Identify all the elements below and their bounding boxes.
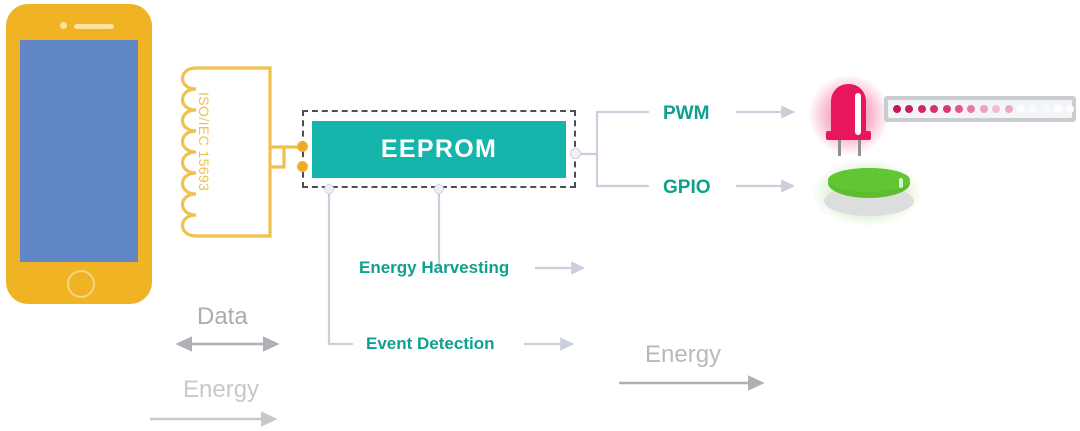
label-energy-harvesting: Energy Harvesting (359, 258, 510, 277)
led-strip-dot (942, 105, 951, 113)
label-pwm: PWM (663, 103, 710, 124)
led-strip-dot (979, 105, 988, 113)
phone-camera-icon (60, 22, 67, 29)
label-data: Data (197, 303, 248, 330)
led-strip-dot (1041, 105, 1050, 113)
led-strip-dot (1066, 105, 1075, 113)
led-strip-dot (992, 105, 1001, 113)
chip-output-pin (570, 148, 581, 159)
led-strip-dot (1004, 105, 1013, 113)
led-strip-dot (967, 105, 976, 113)
led-strip (888, 100, 1075, 118)
antenna-standard-label: ISO/IEC 15693 (196, 92, 212, 192)
led-leg-1 (838, 140, 841, 156)
eeprom-block[interactable]: EEPROM (312, 121, 566, 178)
push-button-highlight (899, 178, 903, 188)
led-strip-dot (893, 105, 901, 113)
antenna-pad-1 (297, 141, 308, 152)
led-strip-dot (1029, 105, 1038, 113)
led-strip-dot (1016, 105, 1025, 113)
led-strip-dot (930, 105, 939, 113)
led-flange (826, 131, 871, 140)
label-energy-right: Energy (645, 341, 722, 368)
push-button-cap[interactable] (828, 168, 910, 192)
eeprom-label: EEPROM (380, 135, 498, 163)
led-highlight (855, 93, 861, 135)
led-strip-dot (905, 105, 914, 113)
led-leg-2 (858, 140, 861, 156)
chip-bottom-pin-2 (434, 184, 444, 194)
output-wires (579, 110, 650, 188)
feature-arrows (524, 261, 586, 351)
led-strip-dot (954, 105, 963, 113)
antenna-pad-2 (297, 161, 308, 172)
chip-bottom-pin-1 (324, 184, 334, 194)
label-event-detection: Event Detection (366, 334, 495, 353)
phone-speaker-icon (74, 24, 114, 29)
smartphone (6, 4, 152, 304)
label-energy-left: Energy (183, 376, 260, 403)
phone-screen (20, 40, 138, 262)
output-arrows (736, 105, 796, 193)
phone-home-button[interactable] (67, 270, 95, 298)
led-strip-dot (917, 105, 926, 113)
label-gpio: GPIO (663, 177, 711, 198)
led-strip-dot (1054, 105, 1063, 113)
